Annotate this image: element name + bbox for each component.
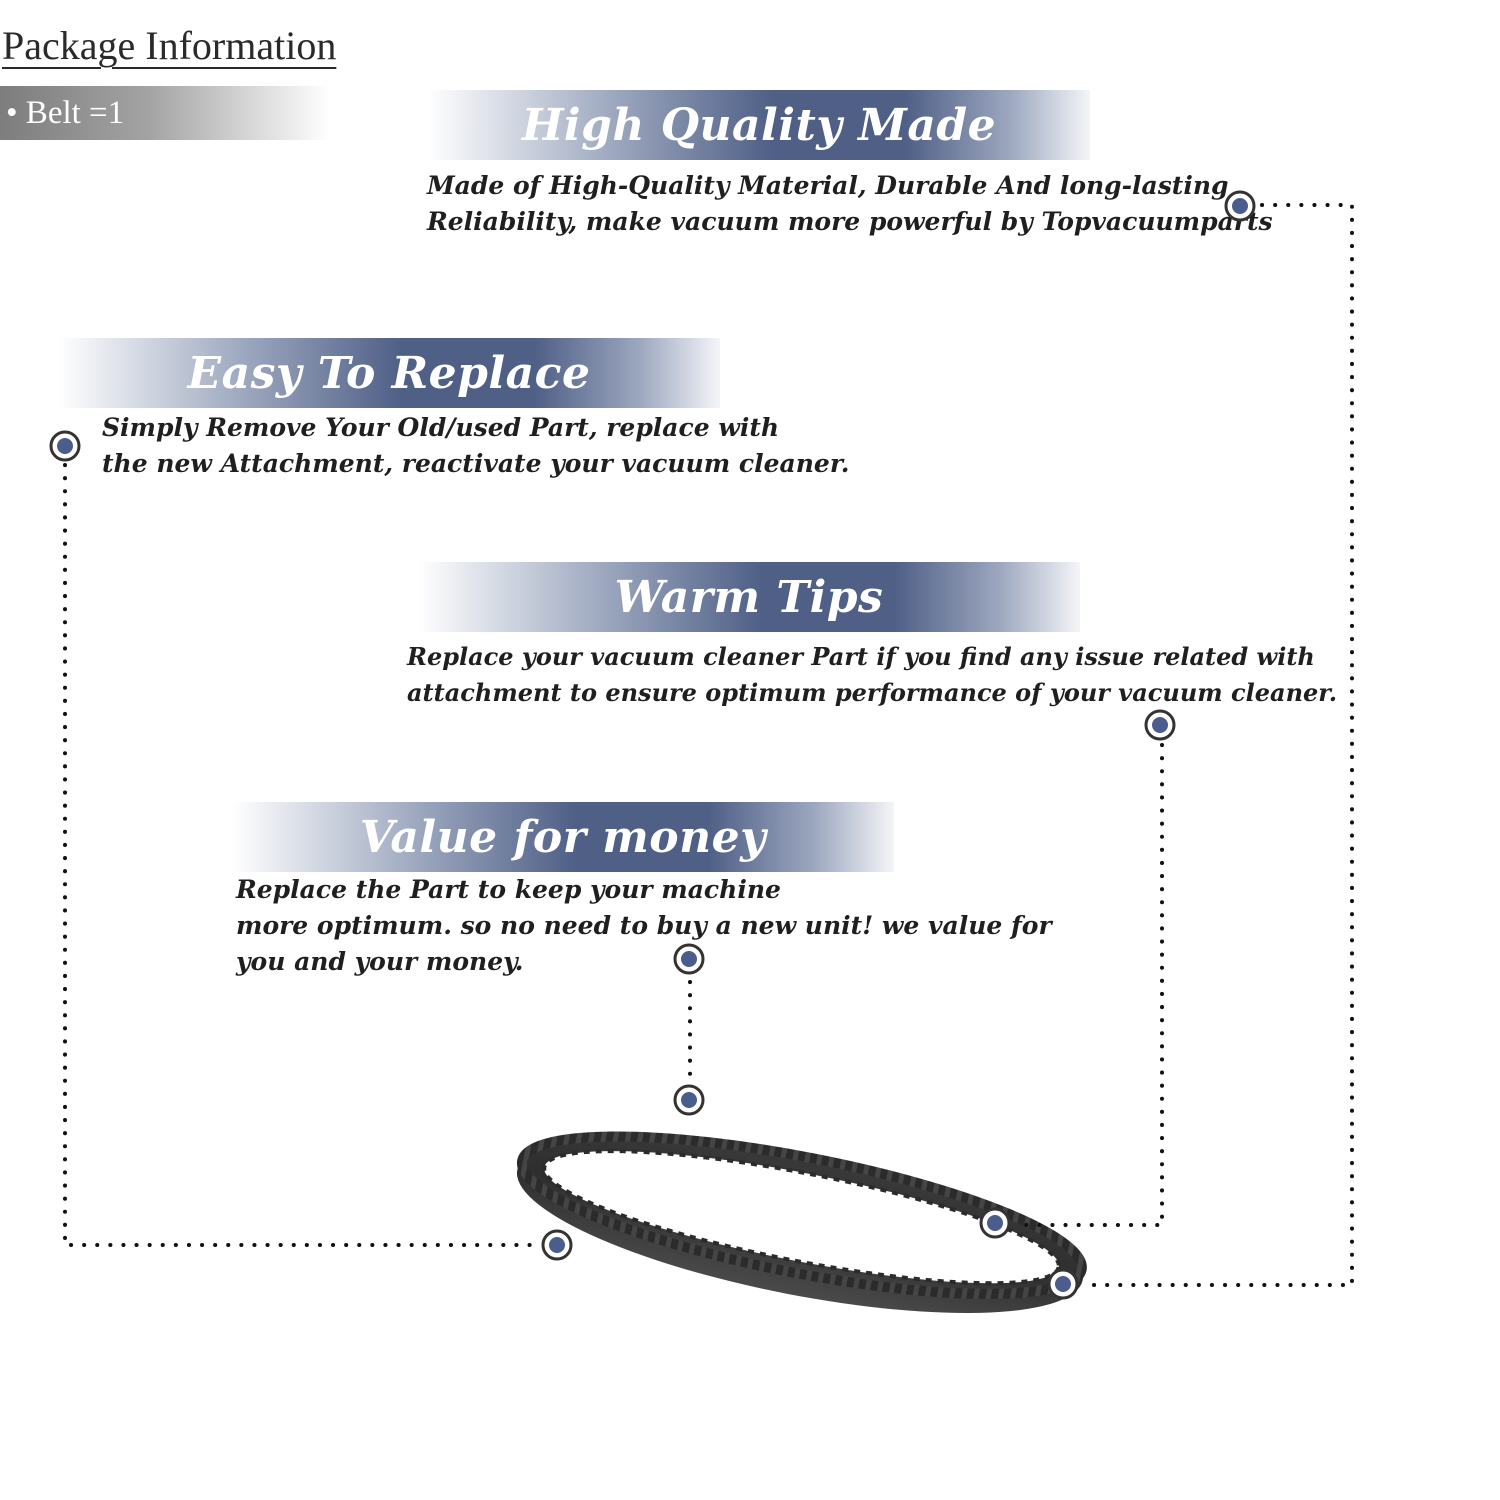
warm-tips-title: Warm Tips — [614, 571, 884, 623]
easy-replace-description: Simply Remove Your Old/used Part, replac… — [102, 410, 849, 482]
connector-warm-tips — [1018, 743, 1164, 1227]
connector-high-quality — [1083, 203, 1354, 1287]
value-money-title: Value for money — [359, 811, 767, 863]
package-contents-bar: • Belt =1 — [0, 86, 330, 140]
value-money-line-2: more optimum. so no need to buy a new un… — [236, 911, 1052, 940]
package-information-title: Package Information — [2, 23, 337, 68]
high-quality-description: Made of High-Quality Material, Durable A… — [427, 168, 1273, 240]
high-quality-title: High Quality Made — [521, 99, 997, 151]
target-marker-icon — [541, 1229, 573, 1261]
target-marker-icon — [673, 1084, 705, 1116]
dotted-connectors — [63, 203, 1354, 1287]
connector-easy-replace — [63, 463, 537, 1247]
value-money-line-1: Replace the Part to keep your machine — [236, 875, 781, 904]
target-marker-icon — [1047, 1268, 1079, 1300]
warm-tips-description: Replace your vacuum cleaner Part if you … — [407, 639, 1337, 711]
package-item-belt: • Belt =1 — [6, 94, 125, 131]
target-marker-icon — [673, 943, 705, 975]
target-marker-icon — [979, 1207, 1011, 1239]
high-quality-line-2: Reliability, make vacuum more powerful b… — [427, 207, 1273, 236]
value-money-banner: Value for money — [232, 802, 894, 872]
target-marker-icon — [1224, 190, 1256, 222]
easy-replace-line-1: Simply Remove Your Old/used Part, replac… — [102, 413, 780, 442]
high-quality-banner: High Quality Made — [428, 90, 1090, 160]
high-quality-line-1: Made of High-Quality Material, Durable A… — [427, 171, 1229, 200]
easy-replace-line-2: the new Attachment, reactivate your vacu… — [102, 449, 850, 478]
value-money-line-3: you and your money. — [236, 947, 524, 976]
target-marker-icon — [1144, 709, 1176, 741]
drive-belt-image — [516, 1131, 1087, 1313]
easy-replace-banner: Easy To Replace — [58, 338, 720, 408]
warm-tips-line-1: Replace your vacuum cleaner Part if you … — [407, 642, 1315, 671]
warm-tips-banner: Warm Tips — [418, 562, 1080, 632]
value-money-description: Replace the Part to keep your machine mo… — [236, 872, 1052, 980]
target-marker-icon — [49, 430, 81, 462]
easy-replace-title: Easy To Replace — [187, 347, 591, 399]
warm-tips-line-2: attachment to ensure optimum performance… — [407, 678, 1338, 707]
